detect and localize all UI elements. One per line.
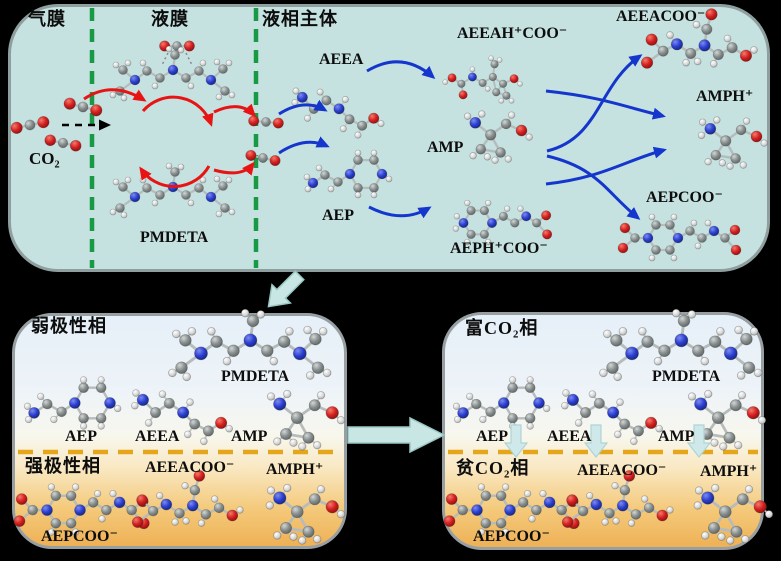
pmdeta-label: PMDETA [140, 229, 209, 246]
liquid-film-label: 液膜 [151, 9, 189, 29]
aeea-transfer-arrow [583, 424, 609, 458]
aep-molecule [452, 376, 551, 430]
pmdeta-label-bl: PMDETA [221, 368, 290, 385]
aeeacoo-label: AEEACOO⁻ [616, 8, 706, 25]
aeeahcoo-molecule [442, 55, 523, 104]
co2-into-cycle-arrow [83, 88, 147, 102]
gas-liquid-reaction-panel [8, 4, 770, 272]
aeeacoo-label-bl: AEEACOO⁻ [145, 459, 235, 476]
pmdeta-molecule [168, 308, 332, 382]
aephcoo-label: AEPH⁺COO⁻ [450, 240, 548, 257]
amph-molecule [693, 483, 774, 545]
aep-label-br: AEP [476, 428, 508, 445]
aeea-label-br: AEEA [547, 428, 592, 445]
aeea-molecule [131, 389, 233, 446]
co2-molecule [248, 115, 284, 129]
amp-label: AMP [427, 139, 464, 156]
aeeacoo-molecule [640, 8, 758, 69]
co2-label: CO₂ [29, 149, 60, 168]
aephcoo-to-amph-arrow [545, 146, 667, 186]
aeea-molecule [291, 87, 385, 139]
weak-polar-phase-label: 弱极性相 [31, 316, 107, 336]
pmdeta-molecule [109, 162, 236, 219]
co2-lean-phase-label: 贫CO₂相 [456, 458, 530, 478]
amph-molecule [697, 116, 768, 170]
strong-polar-phase-label: 强极性相 [25, 456, 101, 476]
phase-transfer-arrow-right [347, 416, 446, 454]
aeea-molecule [561, 389, 663, 446]
aep-label: AEP [322, 207, 354, 224]
aeeacoo-molecule [561, 470, 674, 528]
aeea-label-bl: AEEA [135, 428, 180, 445]
pmdeta-label-br: PMDETA [652, 368, 721, 385]
amp-label-br: AMP [658, 428, 695, 445]
co2-molecule [159, 40, 195, 52]
amp-to-aepcoo-arrow [546, 154, 641, 220]
co2-molecule [245, 149, 281, 167]
cycle-to-co2-arrow-lower [213, 161, 255, 176]
co2-molecule [63, 97, 103, 117]
amp-molecule [266, 389, 346, 451]
amph-label-br: AMPH⁺ [700, 463, 758, 480]
co2-coordination-bond [185, 52, 193, 66]
amph-molecule [265, 483, 346, 545]
aep-molecule [23, 376, 122, 430]
gas-film-label: 气膜 [28, 9, 66, 29]
transfer-arrow-down [267, 270, 305, 308]
co2-rich-phase-label: 富CO₂相 [465, 318, 539, 338]
aeea-to-aeeahcoo-arrow [366, 60, 436, 79]
amph-label-bl: AMPH⁺ [266, 461, 324, 478]
co2-to-aeea-arrow [278, 99, 328, 116]
aepcoo-label: AEPCOO⁻ [646, 189, 723, 206]
pmdeta-cycle-arrow-top [141, 95, 214, 127]
amp-molecule [687, 389, 767, 451]
aephcoo-molecule [452, 199, 553, 246]
aepcoo-label-br: AEPCOO⁻ [473, 528, 550, 545]
aep-molecule [303, 149, 393, 199]
aep-transfer-arrow [503, 424, 529, 458]
amph-label: AMPH⁺ [696, 88, 754, 105]
aeea-label: AEEA [319, 51, 364, 68]
aep-to-aephcoo-arrow [368, 205, 432, 219]
aeeacoo-label-br: AEEACOO⁻ [577, 462, 667, 479]
aeeahcoo-label: AEEAH⁺COO⁻ [457, 25, 568, 42]
amp-transfer-arrow [686, 424, 712, 458]
molecule-layer [10, 8, 774, 545]
aep-label-bl: AEP [65, 428, 97, 445]
pmdeta-cycle-arrow-bottom [139, 165, 211, 188]
co2-to-aep-arrow [278, 136, 330, 155]
amp-molecule [463, 110, 533, 164]
co2-molecule [10, 116, 50, 134]
aeeacoo-molecule [131, 470, 244, 528]
amp-label-bl: AMP [231, 428, 268, 445]
cycle-to-co2-arrow-upper [213, 103, 257, 118]
co2-coordination-bond [161, 52, 169, 66]
aepcoo-label-bl: AEPCOO⁻ [41, 528, 118, 545]
pmdeta-molecule [599, 308, 763, 382]
liquid-bulk-label: 液相主体 [262, 9, 338, 29]
amp-to-aeeacoo-arrow [546, 54, 643, 153]
co2-molecule [44, 134, 82, 152]
aeeahcoo-to-amph-arrow [545, 89, 666, 120]
aepcoo-molecule [617, 213, 742, 262]
